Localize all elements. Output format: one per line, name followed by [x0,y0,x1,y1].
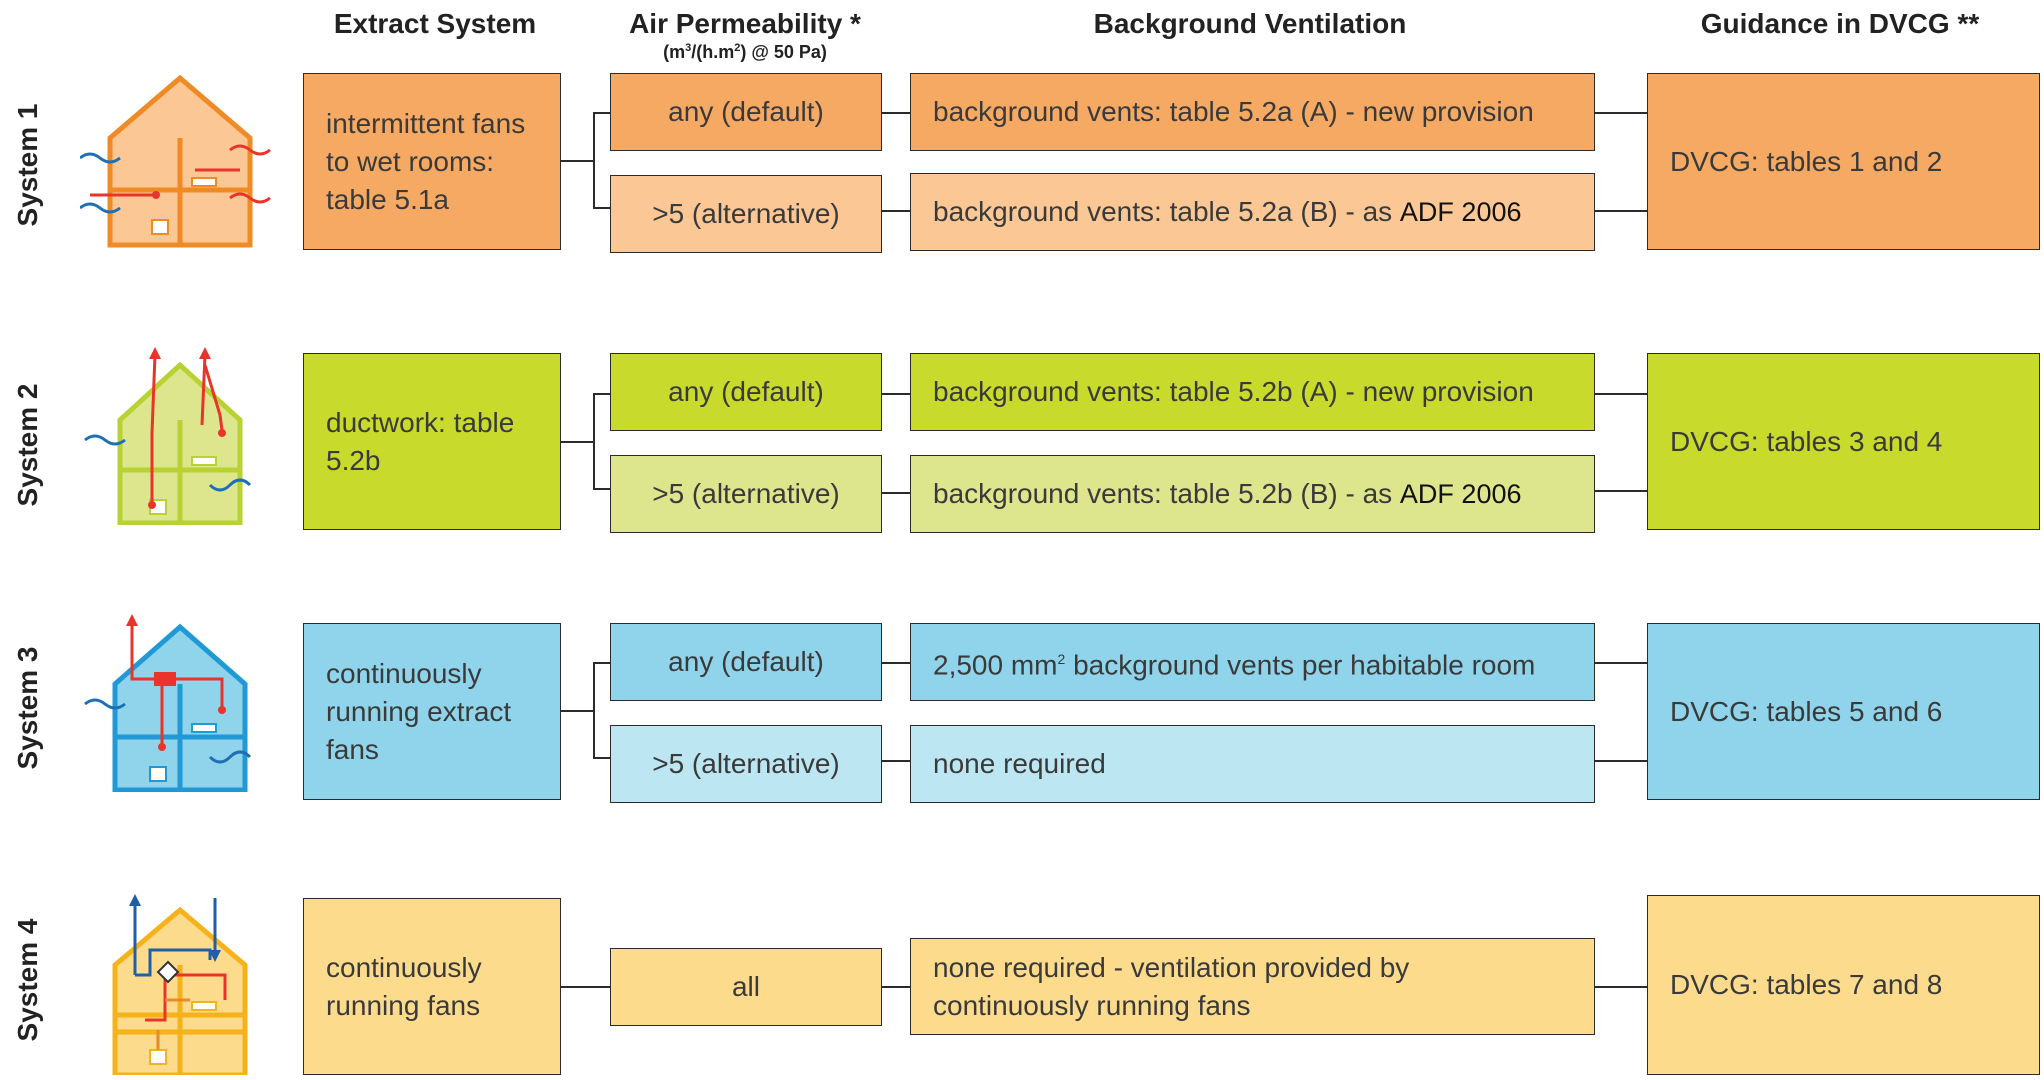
system-2-house-icon [84,347,252,525]
system-1-label: System 1 [12,103,43,227]
system-1-air-alternative: >5 (alternative) [610,175,882,253]
system-1-extract-box: intermittent fans to wet rooms: table 5.… [303,73,561,250]
system-2-air-alternative: >5 (alternative) [610,455,882,533]
system-2-label: System 2 [12,383,43,507]
system-2-air-default: any (default) [610,353,882,431]
header-background-ventilation: Background Ventilation [1093,8,1407,39]
system-1-house-icon [80,74,271,248]
header-extract-system: Extract System [333,8,537,39]
header-guidance-dvcg: Guidance in DVCG ** [1700,8,1980,39]
system-2-background-default: background vents: table 5.2b (A) - new p… [910,353,1595,431]
system-4-guidance: DVCG: tables 7 and 8 [1647,895,2040,1075]
system-4-background: none required - ventilation provided by … [910,938,1595,1035]
system-3-label: System 3 [12,646,43,770]
system-3-guidance: DVCG: tables 5 and 6 [1647,623,2040,800]
system-1-guidance: DVCG: tables 1 and 2 [1647,73,2040,250]
system-1-air-default: any (default) [610,73,882,151]
system-3-background-default: 2,500 mm2 background vents per habitable… [910,623,1595,701]
system-4-house-icon [112,894,248,1075]
system-1-background-default: background vents: table 5.2a (A) - new p… [910,73,1595,151]
system-4-extract-box: continuously running fans [303,898,561,1075]
system-3-extract-box: continuously running extract fans [303,623,561,800]
system-2-background-alternative: background vents: table 5.2b (B) - as AD… [910,455,1595,533]
system-2-guidance: DVCG: tables 3 and 4 [1647,353,2040,530]
system-2-extract-box: ductwork: table 5.2b [303,353,561,530]
system-4-label: System 4 [12,918,43,1042]
header-air-permeability-unit: (m3/(h.m2) @ 50 Pa) [663,42,827,62]
system-3-house-icon [84,614,252,792]
header-air-permeability: Air Permeability * [629,8,861,39]
system-3-background-alternative: none required [910,725,1595,803]
system-3-air-default: any (default) [610,623,882,701]
system-3-air-alternative: >5 (alternative) [610,725,882,803]
system-4-air: all [610,948,882,1026]
system-1-background-alternative: background vents: table 5.2a (B) - as AD… [910,173,1595,251]
